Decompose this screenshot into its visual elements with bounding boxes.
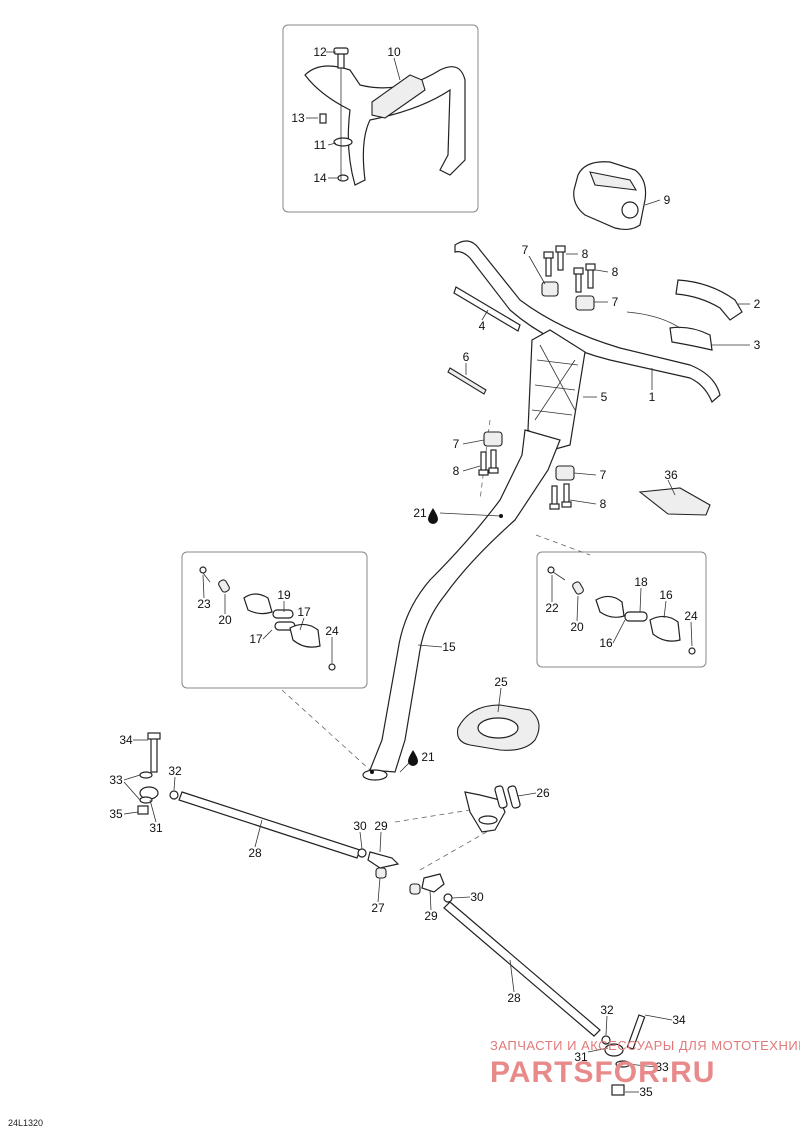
callout-34: 34 [672,1013,686,1027]
callout-17: 17 [297,605,311,619]
callout-20: 20 [218,613,232,627]
callout-30: 30 [353,819,367,833]
callout-14: 14 [313,171,327,185]
tie-rod-lower-part-28 [409,873,646,1096]
left-inset-parts [199,566,336,671]
rod-part-4 [453,286,521,332]
clamp-plate-part-36 [638,487,711,516]
callout-12: 12 [313,45,327,59]
callout-29: 29 [374,819,388,833]
handlebar-part-1 [454,240,721,404]
callout-6: 6 [463,350,470,364]
callout-22: 22 [545,601,559,615]
cover-part-9 [573,161,647,231]
callout-8: 8 [600,497,607,511]
callout-7: 7 [453,437,460,451]
cable-line [626,311,681,329]
callout-15: 15 [442,640,456,654]
right-inset-parts [547,566,696,655]
callout-36: 36 [664,468,678,482]
watermark: ЗАПЧАСТИ И АКСЕССУАРЫ ДЛЯ МОТОТЕХНИКИ PA… [490,1038,800,1089]
column-tube-part-15 [362,429,561,781]
callout-24: 24 [325,624,339,638]
callout-8: 8 [612,265,619,279]
pin-part-6 [447,367,487,395]
grip-part-2 [675,279,743,321]
callout-11: 11 [314,138,327,152]
assembly-lines [281,419,591,871]
callout-34: 34 [119,733,133,747]
watermark-subtitle: ЗАПЧАСТИ И АКСЕССУАРЫ ДЛЯ МОТОТЕХНИКИ [490,1038,800,1053]
inset-box-left [181,551,368,689]
callout-26: 26 [536,786,550,800]
inset-box-right [536,551,707,668]
grip-part-3 [669,326,713,351]
callout-32: 32 [168,764,182,778]
callout-28: 28 [507,991,521,1005]
callout-16: 16 [659,588,673,602]
callout-4: 4 [479,319,486,333]
callout-7: 7 [522,243,529,257]
leader-lines [123,51,750,1093]
callout-19: 19 [277,588,291,602]
callout-35: 35 [639,1085,653,1099]
callout-33: 33 [109,773,123,787]
callout-27: 27 [371,901,385,915]
callout-29: 29 [424,909,438,923]
callout-35: 35 [109,807,123,821]
callout-30: 30 [470,890,484,904]
callout-2: 2 [754,297,761,311]
callout-33: 33 [655,1060,669,1074]
handle-assembly [304,47,466,186]
callout-10: 10 [387,45,401,59]
callout-21: 21 [421,750,435,764]
callout-3: 3 [754,338,761,352]
callout-31: 31 [149,821,163,835]
lubricant-drop-icon [370,750,418,774]
callout-28: 28 [248,846,262,860]
callout-20: 20 [570,620,584,634]
callout-9: 9 [664,193,671,207]
column-part-5 [527,329,586,451]
callout-32: 32 [600,1003,614,1017]
callout-8: 8 [582,247,589,261]
callout-31: 31 [574,1050,588,1064]
callout-21: 21 [413,506,427,520]
callout-5: 5 [601,390,608,404]
inset-box-top [282,24,479,213]
tie-rod-upper-part-28 [137,732,400,879]
callout-24: 24 [684,609,698,623]
callout-17: 17 [249,632,263,646]
pitman-arm-part-26 [464,785,521,833]
watermark-brand: PARTSFOR.RU [490,1056,715,1089]
boot-part-25 [456,704,540,751]
callout-18: 18 [634,575,648,589]
callout-8: 8 [453,464,460,478]
callout-7: 7 [600,468,607,482]
diagram-reference: 24L1320 [8,1118,43,1128]
callout-23: 23 [197,597,211,611]
callout-16: 16 [599,636,613,650]
callout-13: 13 [291,111,305,125]
lubricant-drop-icon [428,508,503,524]
callout-25: 25 [494,675,508,689]
callout-7: 7 [612,295,619,309]
callout-1: 1 [649,390,656,404]
